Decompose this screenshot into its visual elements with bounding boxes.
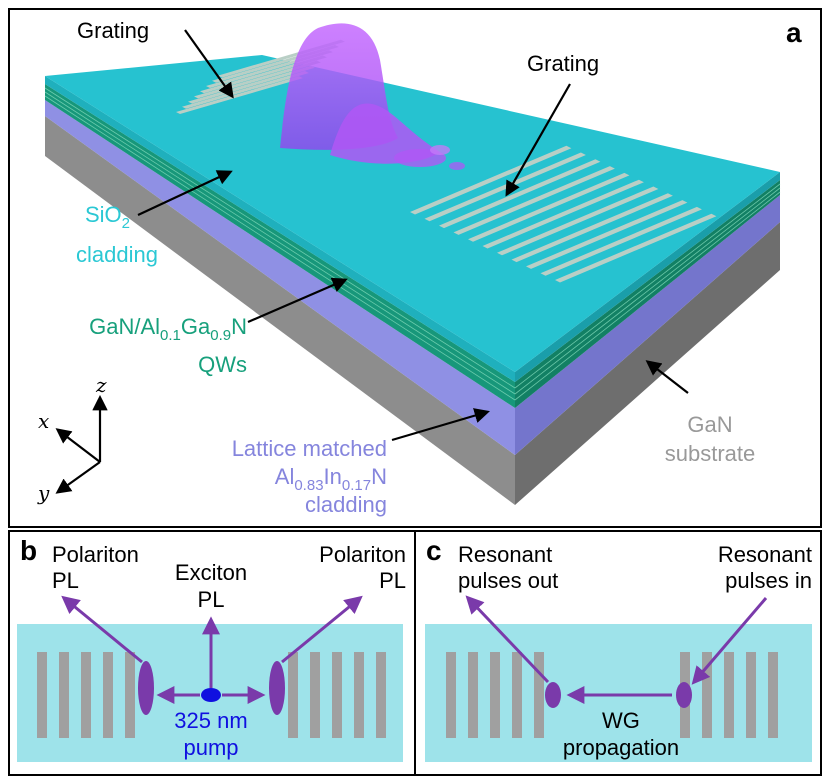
grating-bar: [59, 652, 69, 738]
panel-c-right-label-2: pulses in: [725, 568, 812, 593]
grating-bar: [497, 186, 659, 256]
grating-left-label: Grating: [77, 18, 149, 43]
grating-bar: [768, 652, 778, 738]
panel-b-left-label-2: PL: [52, 568, 79, 593]
panel-b-pump-label-2: pump: [183, 735, 238, 760]
grating-bar: [103, 652, 113, 738]
grating-bar: [376, 652, 386, 738]
panel-c-right-spot: [676, 682, 692, 708]
grating-bar: [468, 652, 478, 738]
x-axis: [55, 428, 101, 463]
grating-right-label: Grating: [527, 51, 599, 76]
grating-bar: [512, 652, 522, 738]
grating-bar: [182, 70, 309, 109]
grating-right-arrow: [505, 83, 571, 197]
qw-lines: [44, 87, 781, 401]
sio2-arrow: [137, 170, 233, 216]
grating-bar: [354, 652, 364, 738]
qws-label: GaN/Al0.1Ga0.9N: [89, 314, 247, 344]
grating-bar: [81, 652, 91, 738]
panel-b-left-label-1: Polariton: [52, 542, 139, 567]
panel-b-right-label-2: PL: [379, 568, 406, 593]
grating-bar: [555, 213, 717, 283]
gan-arrow: [645, 360, 689, 394]
grating-bar: [482, 179, 644, 249]
grating-bar: [511, 193, 673, 263]
panel-b-arrow-polariton-right: [281, 595, 363, 664]
sio2-front: [45, 76, 515, 382]
panel-b-right-label-1: Polariton: [319, 542, 406, 567]
lattice-label-line2: Al0.83In0.17N: [275, 464, 387, 494]
y-axis: [55, 461, 101, 494]
qws-arrow: [247, 277, 348, 324]
grating-bar: [526, 200, 688, 269]
mode-profile: [280, 23, 465, 170]
grating-bar: [310, 652, 320, 738]
sio2-top: [45, 55, 780, 372]
qw-side: [515, 180, 780, 408]
grating-bar: [332, 652, 342, 738]
axes-indicator: z x y: [37, 373, 108, 505]
lattice-front: [45, 100, 515, 455]
panel-c-left-spot: [545, 682, 561, 708]
grating-right-bars: [410, 145, 717, 283]
grating-bar: [746, 652, 756, 738]
lattice-arrow: [391, 408, 490, 442]
panel-c-bottom-label-1: WG: [602, 708, 640, 733]
panel-c-arrow-in: [691, 597, 768, 685]
panel-c-bottom-label-2: propagation: [563, 735, 679, 760]
qw-front: [45, 84, 515, 408]
gan-front: [45, 116, 515, 505]
sio2-label: SiO2: [85, 202, 130, 232]
panel-b-grating-left: [37, 652, 135, 738]
grating-bar: [534, 652, 544, 738]
gan-label-line1: GaN: [687, 412, 732, 437]
panel-b-pump-label-1: 325 nm: [174, 708, 247, 733]
grating-bar: [453, 166, 615, 235]
grating-left-arrow: [184, 29, 234, 99]
grating-bar: [468, 172, 630, 242]
panel-b-letter: b: [20, 535, 37, 566]
gan-label-line2: substrate: [665, 441, 756, 466]
panel-b-pump-spot: [201, 688, 221, 702]
panel-b-left-polariton-spot: [138, 661, 154, 715]
panel-c-letter: c: [426, 535, 442, 566]
grating-bar: [288, 652, 298, 738]
panel-c-arrow-out: [465, 595, 550, 684]
panel-c-left-label-2: pulses out: [458, 568, 558, 593]
grating-bar: [540, 206, 702, 276]
lattice-side: [515, 195, 780, 455]
qws-label-line2: QWs: [198, 352, 247, 377]
x-axis-label: x: [38, 409, 49, 433]
panel-b-grating-right: [288, 652, 386, 738]
panel-c-grating-left: [446, 652, 544, 738]
lattice-label-line1: Lattice matched: [232, 436, 387, 461]
panel-c-left-label-1: Resonant: [458, 542, 552, 567]
panel-c-right-label-1: Resonant: [718, 542, 812, 567]
grating-bar: [125, 652, 135, 738]
panel-b-arrow-polariton-left: [61, 595, 143, 664]
grating-bar: [702, 652, 712, 738]
grating-bar: [37, 652, 47, 738]
panel-b-right-polariton-spot: [269, 661, 285, 715]
lattice-label-line3: cladding: [305, 492, 387, 517]
grating-bar: [446, 652, 456, 738]
panel-a-letter: a: [786, 17, 802, 48]
panel-b-center-label-1: Exciton: [175, 560, 247, 585]
grating-bar: [410, 145, 572, 215]
grating-bar: [490, 652, 500, 738]
panel-b-center-label-2: PL: [198, 587, 225, 612]
sio2-side: [515, 172, 780, 382]
grating-bar: [176, 76, 303, 114]
grating-bar: [724, 652, 734, 738]
sio2-label-line2: cladding: [76, 242, 158, 267]
z-axis-label: z: [95, 373, 107, 397]
grating-bar: [424, 152, 586, 222]
y-axis-label: y: [37, 481, 50, 505]
